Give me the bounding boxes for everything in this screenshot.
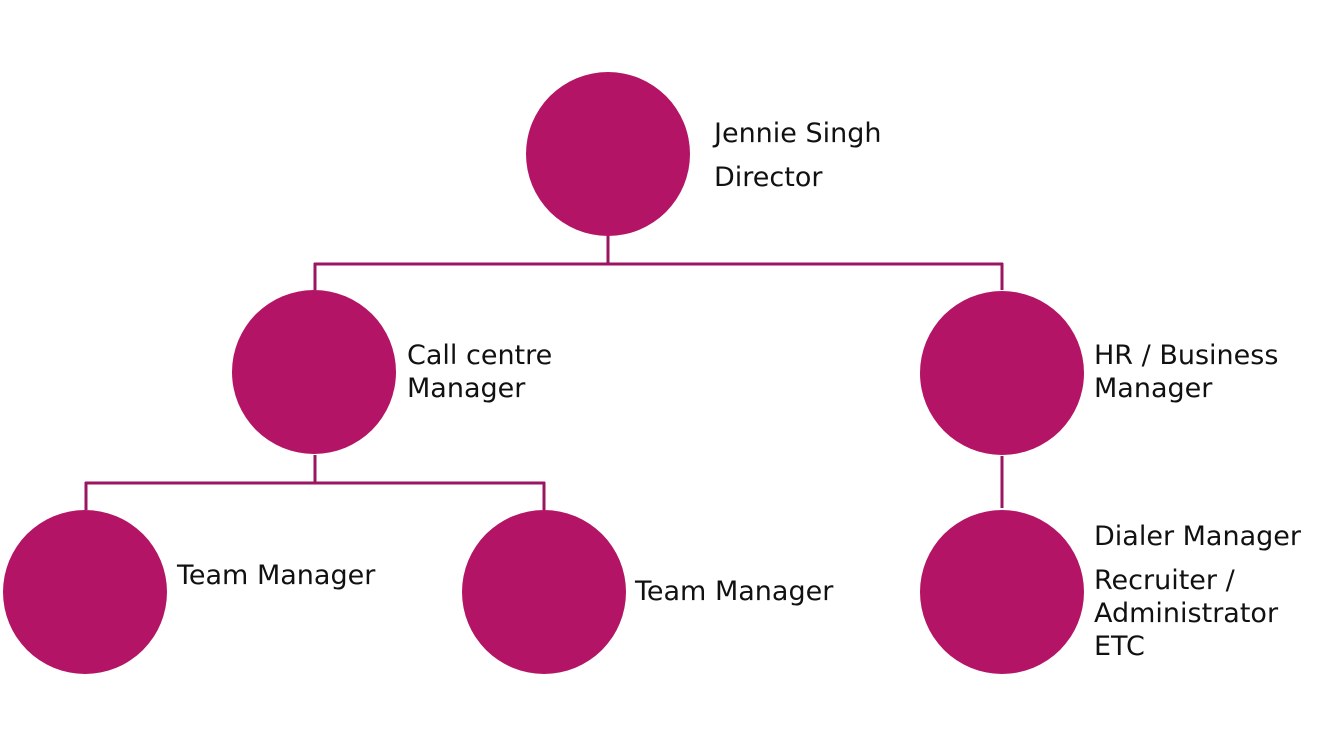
- dialer-group-line1: Dialer Manager: [1094, 521, 1301, 552]
- hr-business-manager-label: HR / Business Manager: [1094, 339, 1278, 405]
- dialer-group-line3: Administrator: [1094, 598, 1279, 629]
- director-node: [526, 72, 690, 236]
- team-manager-1-label: Team Manager: [177, 560, 376, 591]
- dialer-group-line2: Recruiter /: [1094, 565, 1235, 596]
- director-name: Jennie Singh: [714, 118, 882, 149]
- call-centre-manager-node: [232, 290, 396, 454]
- hr-business-manager-line2: Manager: [1094, 373, 1213, 404]
- director-role: Director: [714, 162, 823, 193]
- director-label: Jennie Singh Director: [714, 112, 882, 200]
- call-centre-manager-label: Call centre Manager: [407, 339, 552, 405]
- call-centre-manager-line2: Manager: [407, 373, 526, 404]
- hr-business-manager-line1: HR / Business: [1094, 340, 1279, 371]
- team-manager-1-node: [3, 510, 167, 674]
- hr-business-manager-node: [920, 291, 1084, 455]
- team-manager-2-node: [462, 510, 626, 674]
- call-centre-manager-line1: Call centre: [407, 340, 553, 371]
- dialer-group-label: Dialer Manager Recruiter / Administrator…: [1094, 520, 1301, 663]
- team-manager-2-label: Team Manager: [635, 576, 834, 607]
- dialer-group-node: [920, 510, 1084, 674]
- dialer-group-line4: ETC: [1094, 631, 1145, 662]
